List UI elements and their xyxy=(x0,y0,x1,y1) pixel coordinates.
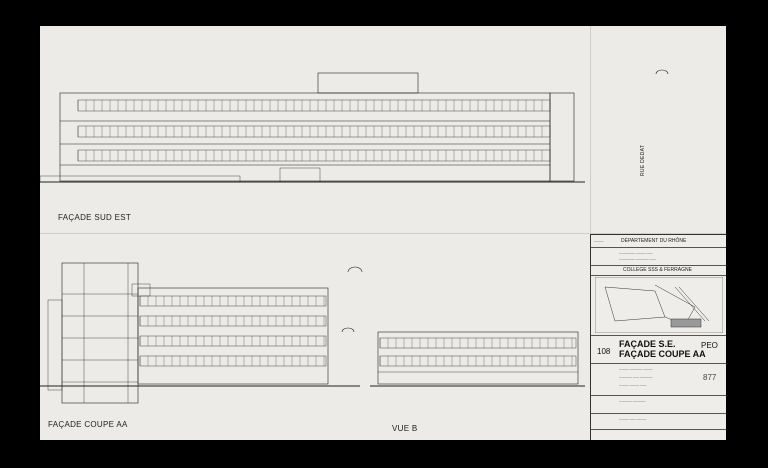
fold-line-vertical xyxy=(590,26,591,233)
architectural-elevations xyxy=(40,69,669,404)
label-facade-sud-est: FAÇADE SUD EST xyxy=(58,213,132,222)
label-vue-b: VUE B xyxy=(392,424,418,433)
college-text: COLLEGE SSS & FERRAGNE xyxy=(623,267,692,273)
fold-line-horizontal xyxy=(40,233,726,234)
sheet-number: 108 xyxy=(597,347,611,356)
title-line-1: FAÇADE S.E. xyxy=(619,339,676,349)
phase-code: PEO xyxy=(701,341,718,350)
title-block: DÉPARTEMENT DU RHÔNE ——— ————— ——— —— ——… xyxy=(590,234,726,440)
drawing-number: 877 xyxy=(703,373,717,382)
label-facade-coupe-aa: FAÇADE COUPE AA xyxy=(48,420,128,429)
label-rue-dedat: RUE DEDAT xyxy=(640,144,646,176)
drawing-sheet: FAÇADE SUD EST FAÇADE COUPE AA VUE B RUE… xyxy=(40,26,726,440)
site-plan-thumbnail xyxy=(595,277,723,333)
title-line-2: FAÇADE COUPE AA xyxy=(619,349,706,359)
department-text: DÉPARTEMENT DU RHÔNE xyxy=(621,238,687,244)
